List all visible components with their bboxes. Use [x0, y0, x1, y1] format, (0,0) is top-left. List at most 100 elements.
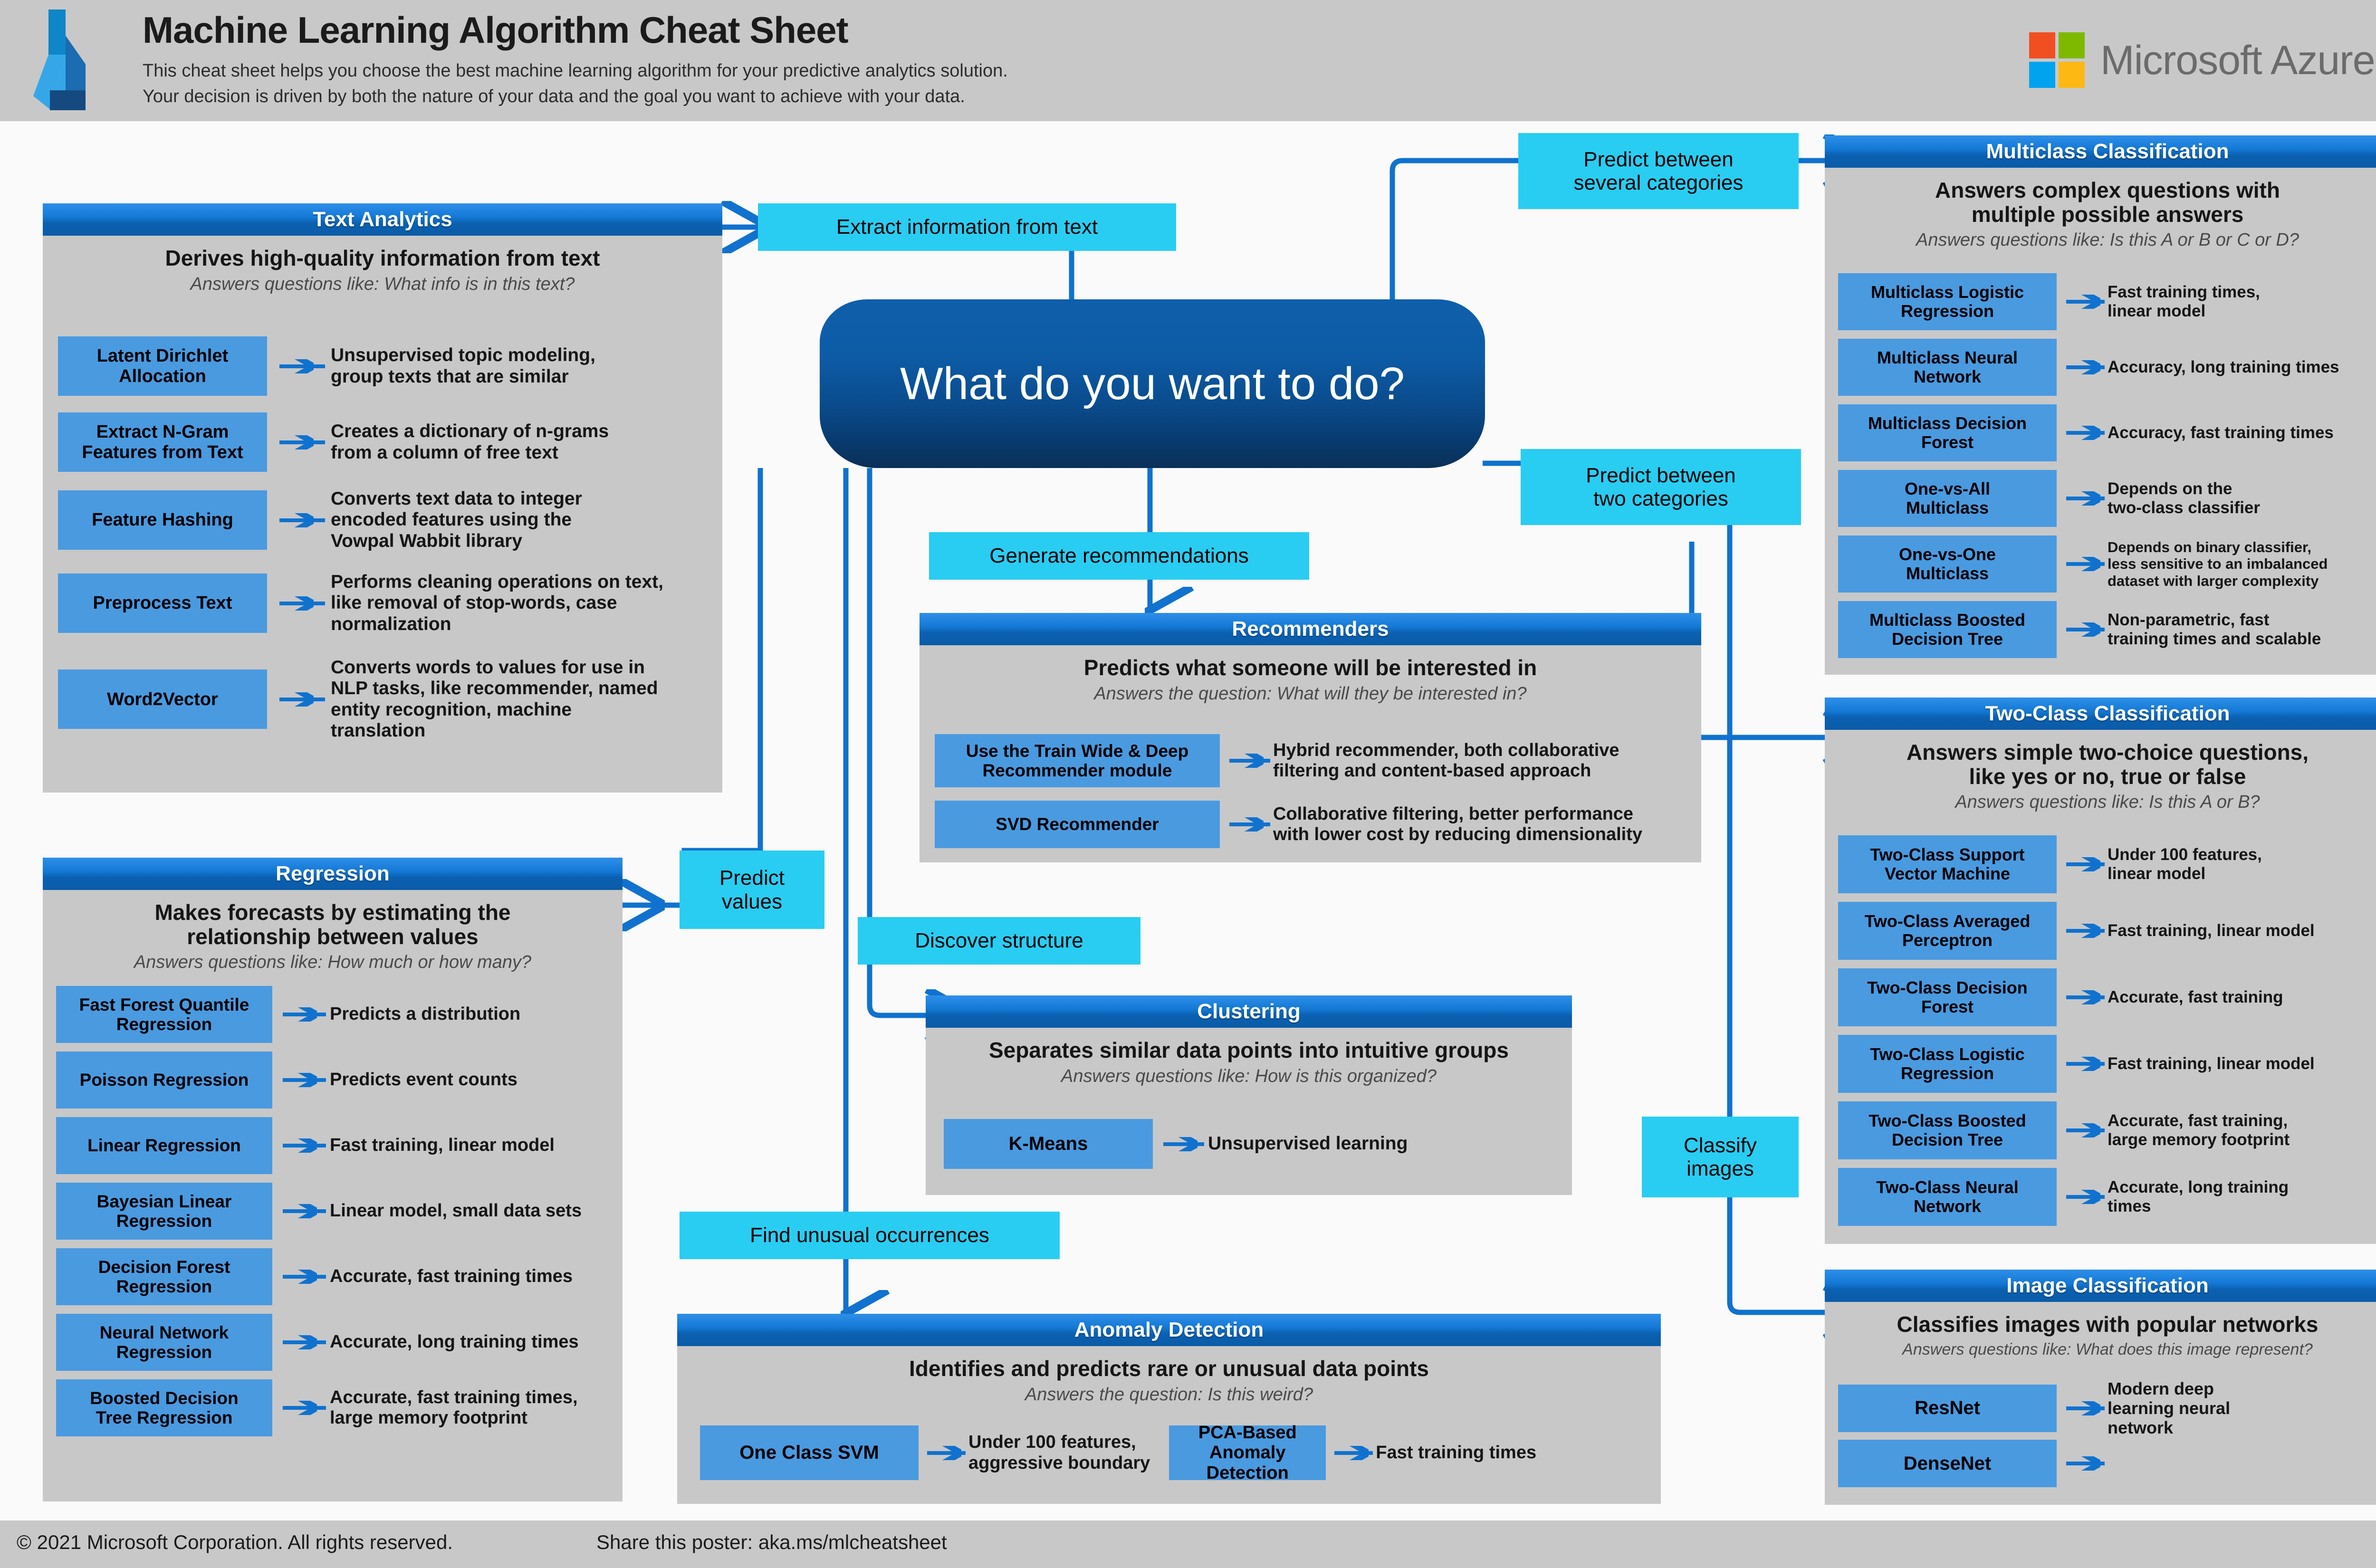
- branch-label: Find unusual occurrences: [750, 1224, 989, 1247]
- algo-desc: Unsupervised learning: [1208, 1133, 1408, 1154]
- algo-row: Feature Hashing Converts text data to in…: [58, 488, 582, 552]
- panel-title: Multiclass Classification: [1825, 135, 2376, 168]
- algo-desc: Accuracy, long training times: [2108, 358, 2339, 377]
- panel-title: Image Classification: [1825, 1270, 2376, 1302]
- algo-box[interactable]: DenseNet: [1838, 1440, 2057, 1487]
- algo-box[interactable]: K-Means: [944, 1119, 1153, 1169]
- algo-name: K-Means: [1008, 1133, 1088, 1155]
- arrow-left-icon: [274, 513, 325, 527]
- branch-discover-structure[interactable]: Discover structure: [858, 917, 1140, 965]
- panel-question: Answers questions like: What does this i…: [1902, 1340, 2313, 1358]
- algo-desc: Accurate, long training times: [330, 1332, 579, 1352]
- arrow-left-icon: [274, 692, 325, 707]
- algo-box[interactable]: Preprocess Text: [58, 574, 267, 633]
- algo-desc: Fast training times,linear model: [2108, 283, 2260, 320]
- panel-question: Answers questions like: What info is in …: [190, 274, 575, 294]
- brand-name: Microsoft Azure: [2100, 38, 2376, 83]
- panel-title: Text Analytics: [43, 203, 722, 236]
- arrow-left-icon: [277, 1073, 326, 1087]
- algo-desc: Linear model, small data sets: [330, 1201, 582, 1221]
- algo-desc: Depends on binary classifier,less sensit…: [2108, 539, 2328, 589]
- algo-row: K-Means Unsupervised learning: [944, 1119, 1408, 1169]
- algo-box[interactable]: SVD Recommender: [935, 801, 1220, 848]
- algo-desc: Fast training, linear model: [330, 1135, 555, 1156]
- arrow-left-icon: [2060, 491, 2105, 506]
- algo-desc: Under 100 features,linear model: [2108, 845, 2262, 883]
- algo-box[interactable]: Word2Vector: [58, 669, 267, 729]
- algo-box[interactable]: Poisson Regression: [56, 1052, 272, 1109]
- algo-name: Preprocess Text: [93, 593, 232, 613]
- algo-box[interactable]: ResNet: [1838, 1384, 2057, 1432]
- branch-generate-recommendations[interactable]: Generate recommendations: [929, 532, 1309, 580]
- branch-extract-information-from-text[interactable]: Extract information from text: [758, 203, 1176, 251]
- algo-desc: Accurate, fast training: [2108, 988, 2283, 1007]
- algo-row: One Class SVM Under 100 features,aggress…: [700, 1422, 1536, 1483]
- algo-box[interactable]: Feature Hashing: [58, 490, 267, 550]
- page-header: Machine Learning Algorithm Cheat Sheet T…: [0, 0, 2376, 121]
- arrow-left-icon: [277, 1204, 326, 1218]
- arrow-left-icon: [2060, 1123, 2105, 1138]
- arrow-left-icon: [1329, 1446, 1373, 1460]
- page-title: Machine Learning Algorithm Cheat Sheet: [143, 9, 849, 51]
- algo-row: Poisson Regression Predicts event counts: [56, 1052, 517, 1109]
- arrow-left-icon: [2060, 1456, 2105, 1471]
- branch-find-unusual-occurrences[interactable]: Find unusual occurrences: [680, 1212, 1060, 1259]
- algo-name: Word2Vector: [107, 689, 218, 709]
- algo-row: Preprocess Text Performs cleaning operat…: [58, 572, 663, 635]
- branch-label: Extract information from text: [836, 215, 1098, 239]
- algo-desc: Under 100 features,aggressive boundary: [968, 1432, 1150, 1473]
- panel-headline: Predicts what someone will be interested…: [1083, 655, 1537, 680]
- algo-name: One Class SVM: [739, 1442, 879, 1463]
- branch-label: Generate recommendations: [989, 544, 1249, 568]
- arrow-left-icon: [1224, 754, 1270, 768]
- arrow-left-icon: [277, 1270, 326, 1284]
- algo-row: SVD Recommender Collaborative filtering,…: [935, 801, 1642, 848]
- panel-two-class-classification: Two-Class Classification Answers simple …: [1825, 698, 2376, 1244]
- algo-box[interactable]: One Class SVM: [700, 1425, 919, 1480]
- algo-name: ResNet: [1915, 1397, 1980, 1419]
- algo-box[interactable]: Linear Regression: [56, 1117, 272, 1174]
